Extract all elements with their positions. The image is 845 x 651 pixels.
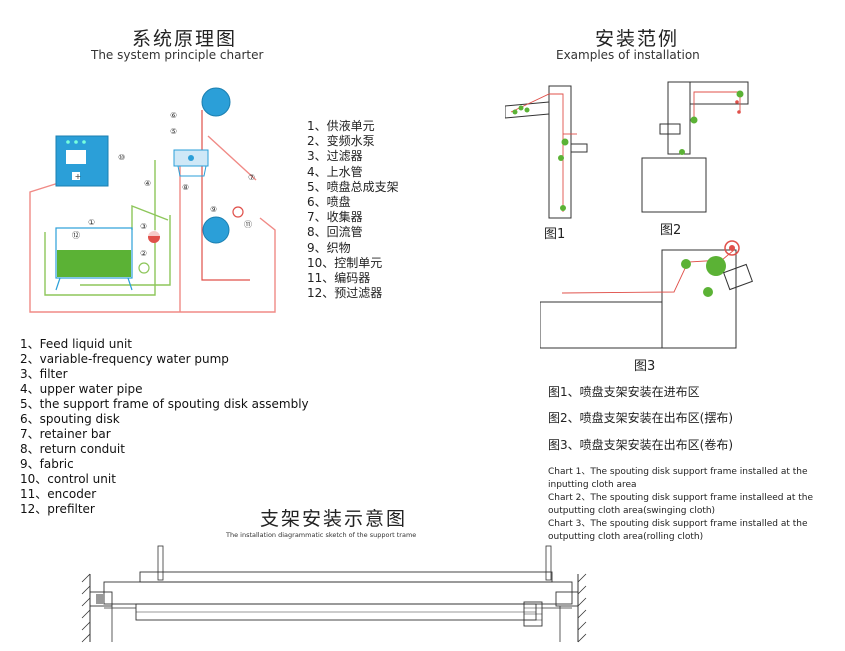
chart-2-desc-cn: 图2、喷盘支架安装在出布区(摆布)	[548, 411, 733, 425]
figure-2-diagram	[641, 81, 749, 213]
system-principle-title-en: The system principle charter	[91, 48, 264, 62]
legend-cn-item: 5、喷盘总成支架	[307, 179, 399, 194]
callout-2: ②	[140, 249, 147, 258]
legend-cn-item: 1、供液单元	[307, 119, 375, 133]
legend-cn-item: 3、过滤器	[307, 149, 363, 164]
support-frame-sketch	[81, 545, 587, 643]
legend-en-item: 4、upper water pipe	[20, 382, 143, 396]
callout-11: ⑪	[244, 220, 252, 229]
legend-en-item: 9、fabric	[20, 457, 74, 471]
support-frame-title-en: The installation diagrammatic sketch of …	[226, 531, 417, 539]
callout-12: ⑫	[72, 231, 80, 240]
legend-cn-item: 2、变频水泵	[307, 134, 375, 149]
legend-en-item: 2、variable-frequency water pump	[20, 352, 229, 366]
support-frame-title-cn: 支架安装示意图	[260, 508, 408, 530]
figure-1-diagram	[505, 85, 588, 219]
callout-9: ⑨	[210, 205, 217, 214]
callout-7: ⑦	[248, 173, 255, 182]
system-principle-diagram: + ⑥ ⑤ ⑦ ⑩ ④ ⑧ ⑨ ⑪ ① ③ ⑫ ②	[29, 87, 276, 313]
callout-6: ⑥	[170, 111, 177, 120]
chart-3-desc-en: Chart 3、The spouting disk support frame …	[548, 519, 808, 542]
legend-cn-item: 7、收集器	[307, 210, 363, 225]
legend-en-item: 12、prefilter	[20, 502, 95, 516]
legend-cn: 1、供液单元 2、变频水泵 3、过滤器 4、上水管 5、喷盘总成支架 6、喷盘 …	[307, 119, 399, 301]
legend-en-item: 8、return conduit	[20, 442, 125, 456]
callout-3: ③	[140, 222, 147, 231]
callout-5: ⑤	[170, 127, 177, 136]
figure-3-label: 图3	[634, 359, 656, 374]
chart-1-desc-en: Chart 1、The spouting disk support frame …	[548, 467, 808, 490]
legend-cn-item: 6、喷盘	[307, 195, 351, 210]
legend-cn-item: 8、回流管	[307, 225, 363, 240]
legend-en-item: 6、spouting disk	[20, 412, 120, 426]
legend-cn-item: 4、上水管	[307, 164, 363, 179]
callout-8: ⑧	[182, 183, 189, 192]
legend-cn-item: 12、预过滤器	[307, 286, 383, 301]
chart-3-desc-cn: 图3、喷盘支架安装在出布区(卷布)	[548, 438, 733, 452]
legend-en-item: 3、filter	[20, 367, 68, 381]
legend-cn-item: 9、织物	[307, 240, 351, 255]
figure-2-label: 图2	[660, 223, 682, 238]
installation-examples-title-cn: 安装范例	[595, 28, 680, 50]
legend-en-item: 7、retainer bar	[20, 427, 111, 441]
svg-text:+: +	[75, 172, 82, 181]
callout-4: ④	[144, 179, 151, 188]
chart-2-desc-en: Chart 2、The spouting disk support frame …	[548, 493, 814, 516]
legend-cn-item: 10、控制单元	[307, 255, 383, 270]
legend-cn-item: 11、编码器	[307, 271, 371, 286]
chart-1-desc-cn: 图1、喷盘支架安装在进布区	[548, 385, 700, 399]
callout-10: ⑩	[118, 153, 125, 162]
installation-examples-title-en: Examples of installation	[556, 48, 700, 62]
system-principle-title-cn: 系统原理图	[132, 28, 238, 50]
legend-en-item: 10、control unit	[20, 472, 116, 486]
legend-en-item: 11、encoder	[20, 487, 97, 501]
callout-1: ①	[88, 218, 95, 227]
figure-1-label: 图1	[544, 227, 566, 242]
legend-en-item: 5、the support frame of spouting disk ass…	[20, 397, 309, 411]
figure-3-diagram	[540, 240, 753, 349]
legend-en-item: 1、Feed liquid unit	[20, 337, 132, 351]
legend-en: 1、Feed liquid unit 2、variable-frequency …	[20, 337, 309, 517]
